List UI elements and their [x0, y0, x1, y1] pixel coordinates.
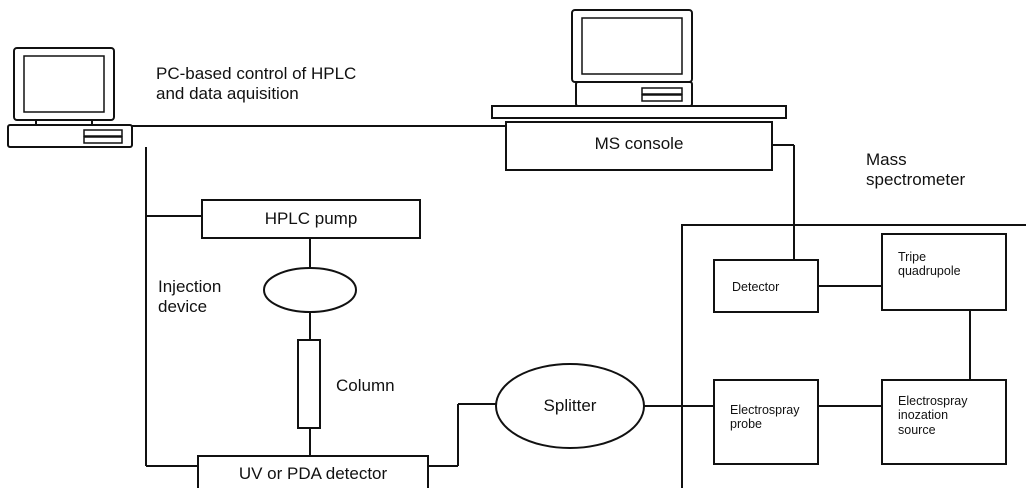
column-tube [297, 339, 321, 429]
column-label: Column [336, 376, 395, 395]
electrospray-probe-label: Electrospray probe [730, 403, 800, 432]
uv-detector-label: UV or PDA detector [238, 464, 388, 483]
splitter-ellipse [495, 363, 645, 449]
pc-computer-icon [7, 47, 133, 148]
quadrupole-box [881, 233, 1007, 311]
injection-device-label: Injection device [158, 277, 222, 316]
ionization-source-label: Electrospray inozation source [898, 394, 968, 437]
mass-spectrometer-label: Mass spectrometer [866, 150, 966, 189]
ms-console-computer-icon [571, 9, 693, 107]
pc-caption: PC-based control of HPLC and data aquisi… [156, 64, 357, 103]
ms-console-desk [491, 105, 787, 171]
injection-loop [263, 267, 357, 313]
ms-detector-label: Detector [732, 280, 780, 294]
splitter-label: Splitter [543, 396, 597, 415]
ionization-source-box [881, 379, 1007, 465]
connection-lines [132, 125, 971, 467]
quadrupole-label: Tripe quadrupole [898, 250, 961, 279]
mass-spectrometer-enclosure [681, 224, 1026, 488]
hplc-pump-box [201, 199, 421, 239]
ms-detector-box [713, 259, 819, 313]
ms-console-label: MS console [594, 134, 684, 153]
uv-detector-box [197, 455, 429, 488]
hplc-pump-label: HPLC pump [264, 209, 358, 228]
electrospray-probe-box [713, 379, 819, 465]
